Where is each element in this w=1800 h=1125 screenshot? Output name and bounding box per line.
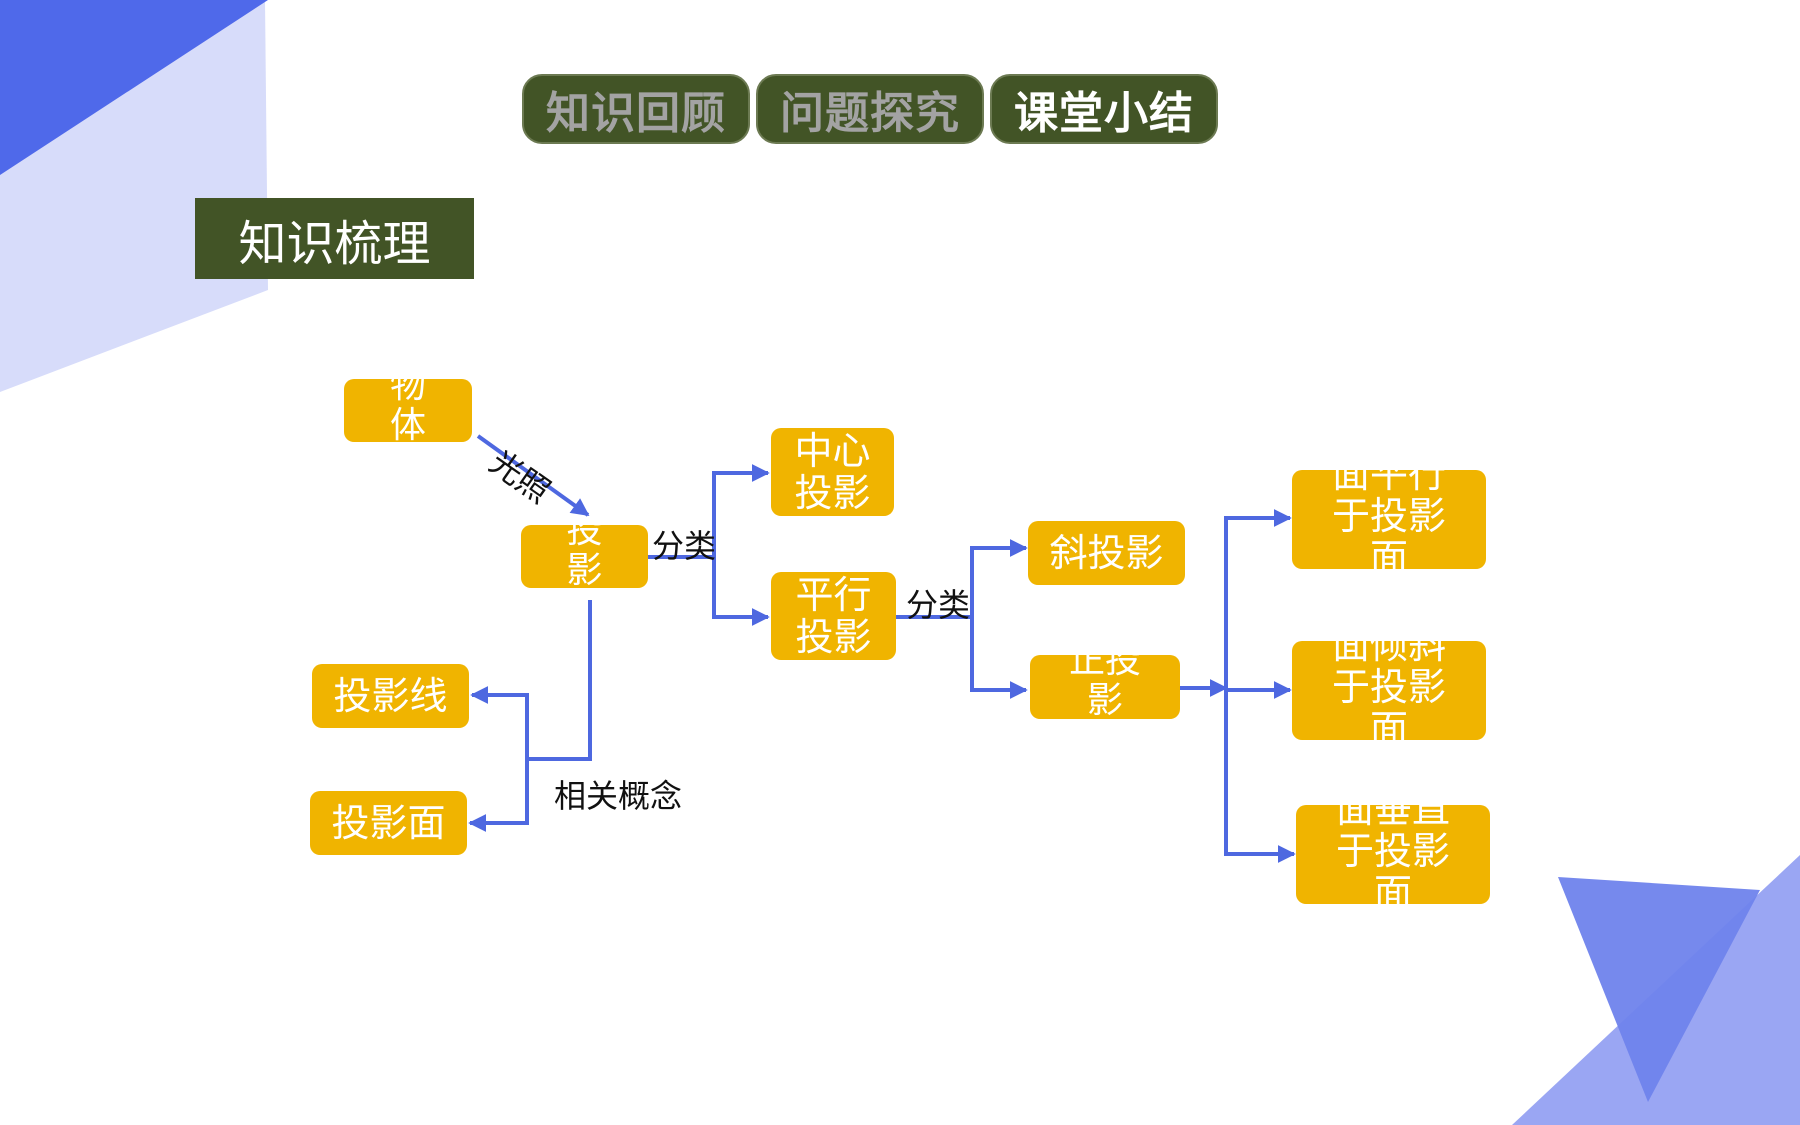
edge-projection-to-related <box>527 600 592 761</box>
node-object: 物体 <box>344 379 472 442</box>
edge-branch-to-oblique <box>970 539 1028 617</box>
top-nav-tabs: 知识回顾 问题探究 课堂小结 <box>522 74 1218 144</box>
tab-knowledge-review[interactable]: 知识回顾 <box>522 74 750 144</box>
top-left-dark-triangle <box>0 0 268 175</box>
node-face-perpendicular: 面垂直于投影面 <box>1296 805 1490 904</box>
node-projection-plane-text: 投影面 <box>331 801 446 845</box>
bottom-right-mid-triangle <box>1558 877 1760 1102</box>
node-projection-line: 投影线 <box>312 664 469 728</box>
edge-branch-to-central <box>712 464 770 557</box>
edge-label-classify-2: 分类 <box>906 586 971 624</box>
node-object-text: 物体 <box>389 379 426 442</box>
node-central-projection-text: 中心投影 <box>794 429 871 515</box>
edge-branch-to-parallel <box>712 557 770 626</box>
edge-related-to-plane <box>468 759 529 832</box>
node-face-parallel-text: 面平行于投影面 <box>1331 470 1446 569</box>
edge-branch-to-face-perpendicular <box>1224 688 1296 863</box>
node-projection-line-text: 投影线 <box>333 674 448 718</box>
edge-object-to-projection <box>476 434 590 517</box>
section-title: 知识梳理 <box>195 198 474 279</box>
edge-label-related-concepts: 相关概念 <box>554 777 683 815</box>
edge-branch-to-orthogonal <box>970 617 1028 699</box>
node-orthogonal-projection-text: 正投影 <box>1068 655 1141 719</box>
tab-class-summary[interactable]: 课堂小结 <box>990 74 1218 144</box>
node-central-projection: 中心投影 <box>771 428 894 516</box>
node-projection-plane: 投影面 <box>310 791 467 855</box>
node-oblique-projection-text: 斜投影 <box>1049 531 1164 575</box>
node-oblique-projection: 斜投影 <box>1028 521 1185 585</box>
node-face-inclined: 面倾斜于投影面 <box>1292 641 1486 740</box>
node-face-inclined-text: 面倾斜于投影面 <box>1331 641 1446 740</box>
node-orthogonal-projection: 正投影 <box>1030 655 1180 719</box>
node-parallel-projection: 平行投影 <box>771 572 896 660</box>
node-face-parallel: 面平行于投影面 <box>1292 470 1486 569</box>
edge-label-classify-1: 分类 <box>652 527 717 565</box>
node-projection: 投影 <box>521 525 648 588</box>
edge-related-to-line <box>470 686 529 759</box>
edge-branch-to-face-parallel <box>1224 509 1292 688</box>
node-face-perpendicular-text: 面垂直于投影面 <box>1335 805 1450 904</box>
node-projection-text: 投影 <box>566 525 603 588</box>
node-parallel-projection-text: 平行投影 <box>795 573 872 659</box>
tab-problem-inquiry[interactable]: 问题探究 <box>756 74 984 144</box>
